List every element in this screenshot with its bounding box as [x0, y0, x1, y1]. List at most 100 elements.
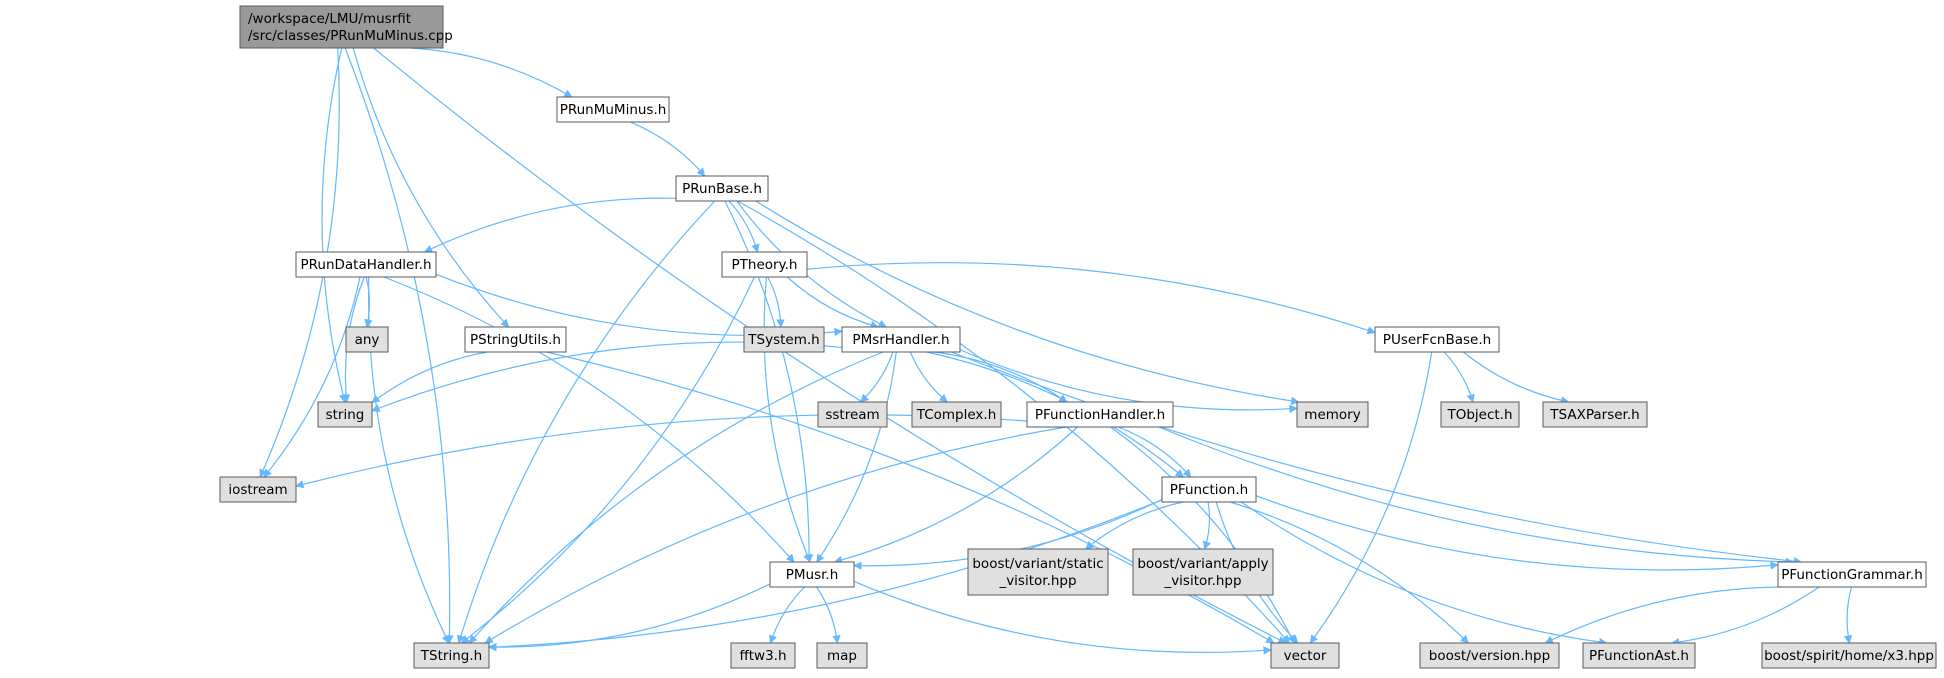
node-label: memory	[1304, 407, 1360, 423]
node-PRunDataHandler_h[interactable]: PRunDataHandler.h	[295, 251, 437, 278]
node-PFunctionGrammar_h[interactable]: PFunctionGrammar.h	[1777, 561, 1927, 588]
node-boost_version: boost/version.hpp	[1419, 642, 1560, 669]
edge-root-to-PRunMuMinus_h	[410, 47, 573, 98]
node-box	[556, 96, 670, 123]
node-layer: /workspace/LMU/musrfit/src/classes/PRunM…	[219, 5, 1937, 669]
node-box	[219, 476, 297, 503]
node-PMusr_h[interactable]: PMusr.h	[769, 561, 855, 588]
node-label: PFunctionHandler.h	[1035, 407, 1165, 423]
node-box	[1132, 548, 1274, 596]
edge-arrow	[724, 200, 814, 563]
edge-PFunctionGrammar_h-to-PFunctionAst_h	[1671, 586, 1820, 647]
node-TSAXParser_h: TSAXParser.h	[1542, 401, 1648, 428]
node-box	[721, 251, 808, 278]
node-label: PTheory.h	[732, 257, 798, 273]
node-PRunBase_h[interactable]: PRunBase.h	[675, 175, 769, 202]
edge-PTheory_h-to-TString_h	[460, 276, 756, 644]
node-label: TSAXParser.h	[1549, 407, 1639, 423]
node-box	[1582, 642, 1696, 669]
edge-arrow	[767, 276, 785, 328]
edge-arrow	[456, 200, 716, 644]
edge-arrow	[951, 351, 1803, 566]
node-label: TObject.h	[1446, 407, 1512, 423]
edge-arrow	[371, 351, 488, 404]
node-PFunctionHandler_h[interactable]: PFunctionHandler.h	[1026, 401, 1174, 428]
edge-PFunctionHandler_h-to-vector	[1110, 426, 1295, 644]
edge-PUserFcnBase_h-to-TObject_h	[1443, 351, 1475, 403]
node-label: PRunDataHandler.h	[300, 257, 431, 273]
edge-PMsrHandler_h-to-memory	[959, 349, 1298, 413]
node-PTheory_h[interactable]: PTheory.h	[721, 251, 808, 278]
node-PFunction_h[interactable]: PFunction.h	[1161, 476, 1257, 503]
node-root[interactable]: /workspace/LMU/musrfit/src/classes/PRunM…	[239, 5, 453, 49]
node-TComplex_h: TComplex.h	[911, 401, 1002, 428]
edge-arrow	[1255, 495, 1779, 571]
edge-PFunction_h-to-PFunctionGrammar_h	[1255, 495, 1779, 571]
node-label: _visitor.hpp	[998, 573, 1076, 589]
node-static_visitor: boost/variant/static_visitor.hpp	[967, 548, 1109, 596]
edge-arrow	[934, 351, 1068, 403]
node-PStringUtils_h[interactable]: PStringUtils.h	[464, 326, 567, 353]
node-box	[295, 251, 437, 278]
edge-arrow	[1229, 501, 1469, 644]
edge-PRunBase_h-to-PRunDataHandler_h	[423, 197, 677, 253]
node-iostream: iostream	[219, 476, 297, 503]
edge-arrow	[1085, 501, 1184, 550]
node-PMsrHandler_h[interactable]: PMsrHandler.h	[841, 326, 961, 353]
node-box	[345, 326, 389, 353]
node-box	[1270, 642, 1340, 669]
edge-PRunDataHandler_h-to-iostream	[263, 276, 361, 478]
node-box	[743, 326, 825, 353]
edge-arrow	[1843, 586, 1853, 644]
edge-PMsrHandler_h-to-TComplex_h	[909, 351, 948, 403]
edge-PStringUtils_h-to-string	[371, 351, 488, 404]
edge-root-to-string	[321, 47, 348, 403]
edge-PFunctionGrammar_h-to-boost_version	[1544, 586, 1797, 644]
edge-PFunction_h-to-static_visitor	[1085, 501, 1184, 550]
edge-PRunBase_h-to-PTheory_h	[728, 200, 760, 253]
edge-arrow	[806, 262, 1376, 335]
node-PFunctionAst_h: PFunctionAst.h	[1582, 642, 1696, 669]
edge-PFunction_h-to-apply_visitor	[1202, 501, 1211, 550]
node-fftw3_h: fftw3.h	[730, 642, 796, 669]
edge-arrow	[484, 426, 1067, 644]
node-label: TString.h	[420, 648, 482, 664]
edge-arrow	[786, 276, 880, 330]
edge-PTheory_h-to-TSystem_h	[767, 276, 785, 328]
node-PRunMuMinus_h[interactable]: PRunMuMinus.h	[556, 96, 670, 123]
edge-arrow	[768, 586, 805, 644]
edge-arrow	[816, 351, 897, 563]
edge-PRunBase_h-to-TString_h	[456, 200, 716, 644]
node-any: any	[345, 326, 389, 353]
node-label: PFunctionGrammar.h	[1781, 567, 1923, 583]
edge-arrow	[728, 200, 760, 253]
edge-PMsrHandler_h-to-TString_h	[468, 351, 884, 644]
node-box	[911, 401, 1002, 428]
node-label: map	[827, 648, 857, 664]
node-PUserFcnBase_h[interactable]: PUserFcnBase.h	[1374, 326, 1500, 353]
edge-arrow	[630, 121, 706, 177]
node-box	[1374, 326, 1500, 353]
edge-arrow	[383, 276, 795, 563]
node-label: _visitor.hpp	[1163, 573, 1241, 589]
node-TSystem_h: TSystem.h	[743, 326, 825, 353]
node-label: TSystem.h	[747, 332, 819, 348]
node-label: PRunBase.h	[682, 181, 762, 197]
edge-arrow	[853, 580, 1272, 655]
node-apply_visitor: boost/variant/apply_visitor.hpp	[1132, 548, 1274, 596]
node-label: PMsrHandler.h	[852, 332, 949, 348]
edge-PFunction_h-to-PFunctionAst_h	[1241, 501, 1608, 647]
edge-PTheory_h-to-PUserFcnBase_h	[806, 262, 1376, 335]
edge-PFunction_h-to-boost_version	[1229, 501, 1469, 644]
edge-PMusr_h-to-vector	[853, 580, 1272, 655]
edge-PRunBase_h-to-memory	[755, 200, 1300, 406]
edge-PMsrHandler_h-to-PFunctionGrammar_h	[951, 351, 1803, 566]
edge-PRunDataHandler_h-to-any	[364, 276, 373, 328]
node-label: PUserFcnBase.h	[1383, 332, 1491, 348]
node-label: boost/variant/apply	[1137, 556, 1268, 572]
node-box	[816, 642, 868, 669]
edge-PMusr_h-to-fftw3_h	[768, 586, 805, 644]
node-string: string	[317, 401, 373, 428]
edge-PTheory_h-to-PMsrHandler_h	[786, 276, 880, 330]
node-TString_h: TString.h	[413, 642, 490, 669]
